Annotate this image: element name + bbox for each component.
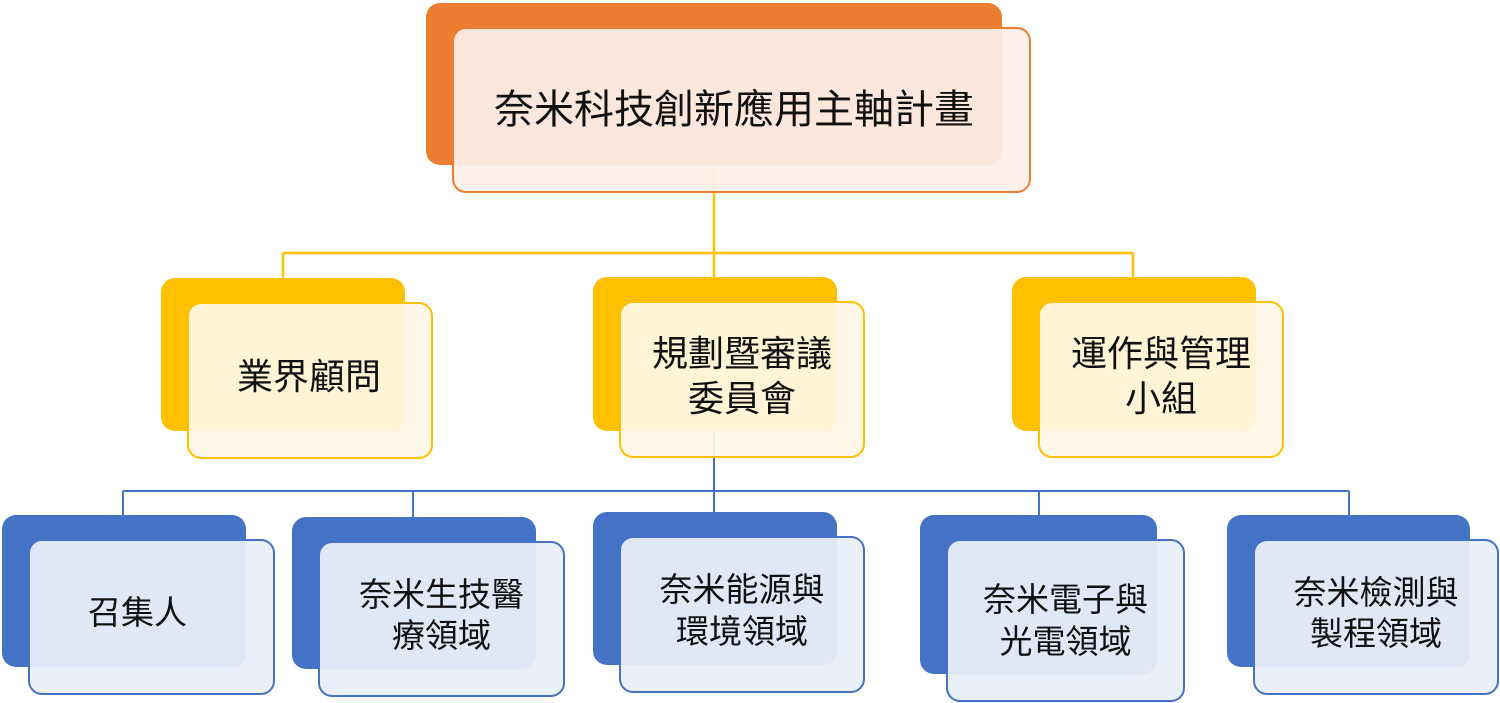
- node-inspection-box: 奈米檢測與 製程領域: [1253, 539, 1499, 695]
- node-inspection-label: 奈米檢測與 製程領域: [1293, 572, 1459, 653]
- node-electronics-box: 奈米電子與 光電領域: [946, 539, 1185, 702]
- node-industry-advisors-box: 業界顧問: [187, 302, 433, 459]
- node-biomed-label: 奈米生技醫 療領域: [359, 574, 524, 655]
- node-electronics-label: 奈米電子與 光電領域: [983, 580, 1148, 661]
- node-planning-committee-box: 規劃暨審議 委員會: [619, 301, 865, 458]
- node-industry-advisors-label: 業界顧問: [236, 357, 381, 398]
- node-operations-group-label: 運作與管理 小組: [1070, 333, 1251, 420]
- node-convener-label: 召集人: [88, 593, 187, 633]
- node-energy-label: 奈米能源與 環境領域: [659, 570, 825, 651]
- root-node-label: 奈米科技創新應用主軸計畫: [494, 87, 974, 133]
- node-convener-box: 召集人: [28, 539, 275, 695]
- node-operations-group-box: 運作與管理 小組: [1038, 301, 1284, 458]
- node-biomed-box: 奈米生技醫 療領域: [318, 541, 565, 697]
- root-node-box: 奈米科技創新應用主軸計畫: [452, 27, 1031, 193]
- node-planning-committee-label: 規劃暨審議 委員會: [651, 333, 832, 420]
- node-energy-box: 奈米能源與 環境領域: [619, 536, 865, 693]
